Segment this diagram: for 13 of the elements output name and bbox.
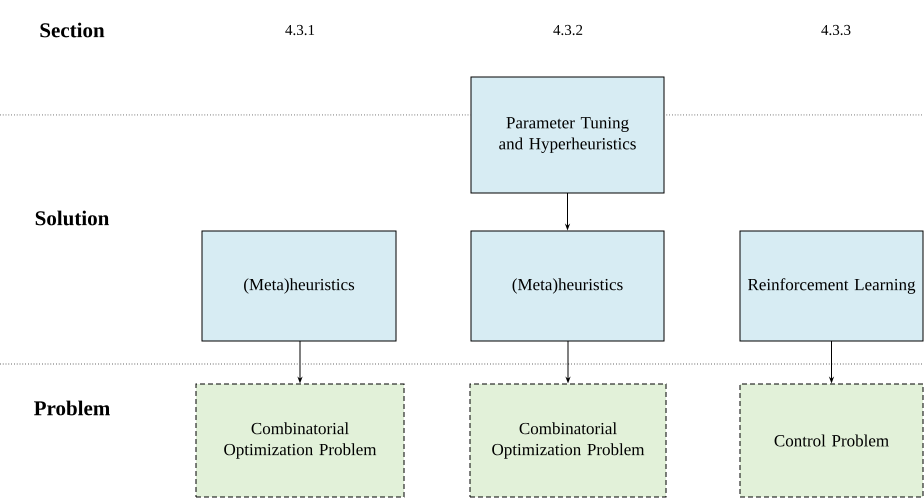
heading: Solution <box>36 210 110 226</box>
solution-box: Reinforcement Learning <box>740 230 924 342</box>
heading: Section <box>40 22 104 38</box>
problem-box: Control Problem <box>740 384 924 498</box>
solution-box: Parameter Tuning and Hyperheuristics <box>470 76 664 194</box>
solution-box: (Meta)heuristics <box>202 230 396 342</box>
solution-box: (Meta)heuristics <box>470 230 664 342</box>
problem-box: Combinatorial Optimization Problem <box>470 384 666 498</box>
section-number: 4.3.1 <box>285 24 314 36</box>
problem-box: Combinatorial Optimization Problem <box>196 384 404 498</box>
heading: Problem <box>34 400 110 416</box>
section-number: 4.3.3 <box>821 24 850 36</box>
section-number: 4.3.2 <box>553 24 582 36</box>
